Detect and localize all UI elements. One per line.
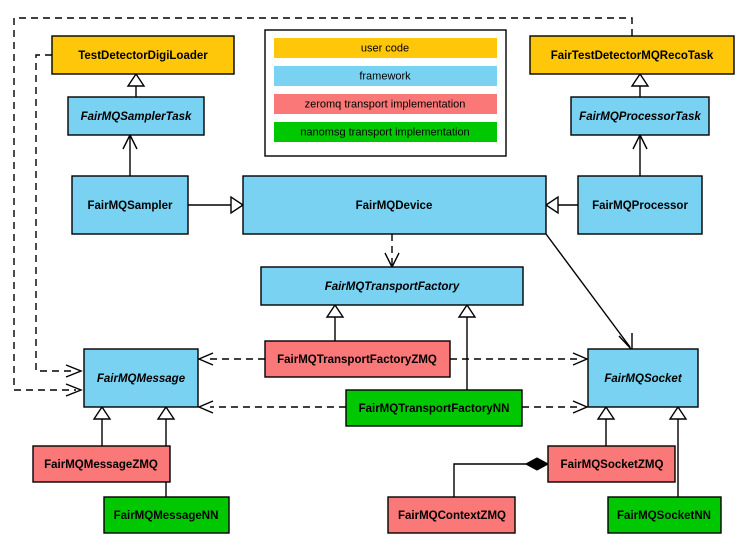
node-label-fairmqsocketzmq: FairMQSocketZMQ [561,459,664,471]
node-fairmqprocessor[interactable]: FairMQProcessor [577,175,703,235]
node-fairmqmessagezmq[interactable]: FairMQMessageZMQ [32,445,171,483]
edge-tfnn-to-transportfactory [457,303,477,390]
edge-socketzmq-to-socket [596,405,616,446]
node-label-fairmqtransportfactorynn: FairMQTransportFactoryNN [359,403,510,415]
node-label-fairmqdevice: FairMQDevice [356,200,433,212]
node-label-testdetectordigiloader: TestDetectorDigiLoader [78,50,208,62]
node-label-fairmqcontextzmq: FairMQContextZMQ [398,510,506,522]
edge-tfnn-to-socket [522,400,589,414]
color-legend: user code framework zeromq transport imp… [264,29,507,157]
edge-socketzmq-composes-contextzmq [453,457,550,497]
legend-label-user-code: user code [361,42,409,54]
legend-item-framework: framework [274,66,497,86]
legend-swatch-nanomsg [274,122,497,142]
node-fairmqtransportfactorynn[interactable]: FairMQTransportFactoryNN [345,389,523,427]
node-label-fairmqsocket: FairMQSocket [604,373,682,385]
edge-device-to-transportfactory [384,234,400,269]
node-fairmqsocket[interactable]: FairMQSocket [587,348,699,408]
node-label-fairmqmessagenn: FairMQMessageNN [114,510,219,522]
node-label-fairtestdetectormqrecotask: FairTestDetectorMQRecoTask [551,50,714,62]
node-label-fairmqprocessor: FairMQProcessor [592,200,688,212]
edge-tfnn-to-message [197,400,346,414]
legend-label-nanomsg: nanomsg transport implementation [300,126,469,138]
node-label-fairmqmessage: FairMQMessage [97,373,186,385]
edge-socketnn-to-socket [668,405,688,497]
edge-tfzmq-to-message [197,352,265,366]
legend-item-nanomsg: nanomsg transport implementation [274,122,497,142]
edge-sampler-to-device [188,195,245,215]
edge-samplertask-to-digiloader [126,72,146,97]
edge-tfzmq-to-socket [450,352,589,366]
edge-tfzmq-to-transportfactory [325,303,345,341]
node-fairmqcontextzmq[interactable]: FairMQContextZMQ [387,496,516,534]
legend-swatch-zeromq [274,94,497,114]
node-label-fairmqtransportfactory: FairMQTransportFactory [325,281,460,293]
node-fairmqsampler[interactable]: FairMQSampler [71,175,189,235]
node-fairmqprocessortask[interactable]: FairMQProcessorTask [570,96,710,136]
node-testdetectordigiloader[interactable]: TestDetectorDigiLoader [51,35,235,75]
node-fairmqmessagenn[interactable]: FairMQMessageNN [103,496,230,534]
edge-device-to-socket [545,233,633,352]
node-fairmqtransportfactory[interactable]: FairMQTransportFactory [260,266,524,306]
node-label-fairmqsocketnn: FairMQSocketNN [617,510,711,522]
legend-swatch-user-code [274,38,497,58]
node-label-fairmqsamplertask: FairMQSamplerTask [81,111,192,123]
legend-swatch-framework [274,66,497,86]
legend-label-zeromq: zeromq transport implementation [305,98,466,110]
node-label-fairmqmessagezmq: FairMQMessageZMQ [44,459,158,471]
legend-item-zeromq: zeromq transport implementation [274,94,497,114]
legend-label-framework: framework [359,70,411,82]
edge-sampler-to-samplertask [122,133,138,176]
edge-processor-to-processortask [632,133,648,176]
node-label-fairmqtransportfactoryzmq: FairMQTransportFactoryZMQ [277,354,437,366]
edge-digiloader-to-message [35,54,83,378]
node-fairmqmessage[interactable]: FairMQMessage [83,348,199,408]
node-fairmqdevice[interactable]: FairMQDevice [242,175,547,235]
edge-messagezmq-to-message [92,405,112,446]
node-label-fairmqsampler: FairMQSampler [88,200,174,212]
legend-item-user-code: user code [274,38,497,58]
node-fairmqsocketzmq[interactable]: FairMQSocketZMQ [547,445,676,483]
edge-processortask-to-recotask [630,72,650,97]
node-fairtestdetectormqrecotask[interactable]: FairTestDetectorMQRecoTask [529,35,735,75]
node-label-fairmqprocessortask: FairMQProcessorTask [579,111,701,123]
node-fairmqsocketnn[interactable]: FairMQSocketNN [607,496,722,534]
edge-recotask-to-message [13,17,633,397]
node-fairmqtransportfactoryzmq[interactable]: FairMQTransportFactoryZMQ [264,340,451,378]
edge-processor-to-device [544,195,578,215]
node-layer: TestDetectorDigiLoader FairTestDetectorM… [32,35,735,534]
node-fairmqsamplertask[interactable]: FairMQSamplerTask [67,96,205,136]
